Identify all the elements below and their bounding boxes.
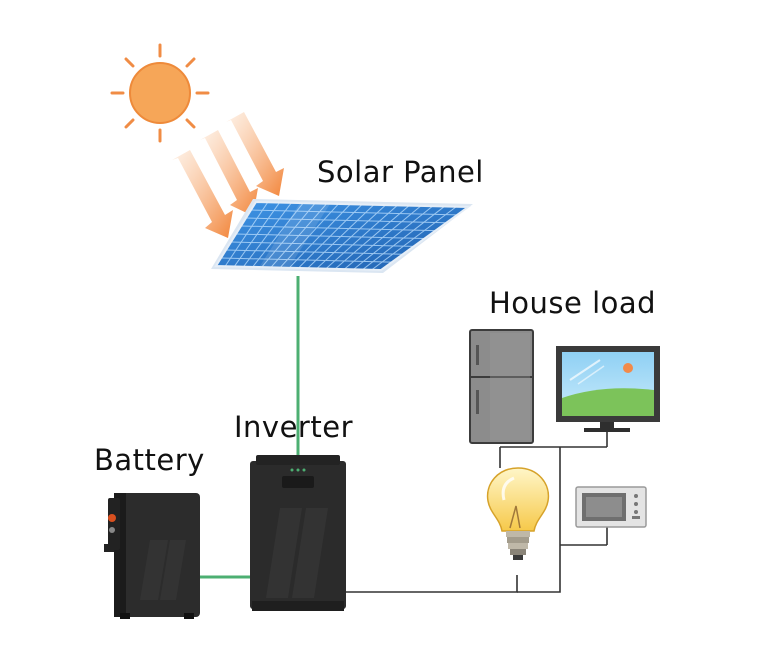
sun-icon bbox=[110, 43, 210, 143]
microwave-icon bbox=[575, 486, 647, 528]
ray-arrow-icon bbox=[172, 150, 233, 238]
solar-panel-label: Solar Panel bbox=[317, 155, 484, 189]
refrigerator-icon bbox=[469, 329, 534, 444]
light-bulb-icon bbox=[486, 467, 550, 560]
battery-icon bbox=[104, 493, 200, 619]
inverter-label: Inverter bbox=[234, 410, 353, 444]
ac-wires bbox=[345, 432, 608, 593]
sunlight-arrows bbox=[172, 112, 284, 238]
ray-arrow-icon bbox=[226, 112, 284, 196]
battery-label: Battery bbox=[94, 443, 205, 477]
solar-panel-icon bbox=[211, 199, 473, 273]
inverter-icon bbox=[250, 455, 346, 611]
wires bbox=[198, 276, 608, 593]
tv-monitor-icon bbox=[556, 346, 660, 432]
ray-arrow-icon bbox=[200, 130, 258, 216]
house-load-label: House load bbox=[489, 286, 657, 320]
